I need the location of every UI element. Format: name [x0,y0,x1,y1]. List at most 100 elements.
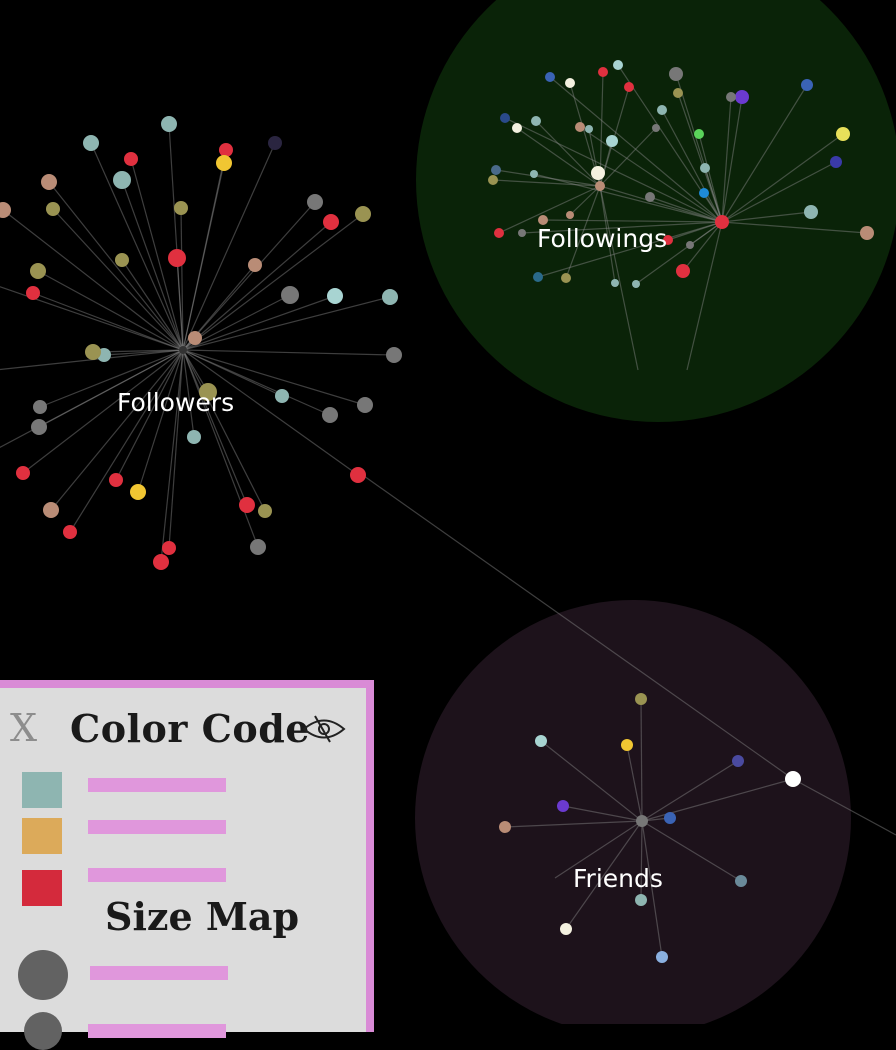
graph-node[interactable] [268,136,282,150]
graph-node[interactable] [735,875,747,887]
graph-node[interactable] [30,263,46,279]
graph-node[interactable] [355,206,371,222]
graph-node[interactable] [33,400,47,414]
graph-node[interactable] [188,331,202,345]
graph-node[interactable] [115,253,129,267]
graph-node[interactable] [174,201,188,215]
graph-node[interactable] [386,347,402,363]
graph-node[interactable] [632,280,640,288]
graph-node[interactable] [179,346,187,354]
graph-node[interactable] [258,504,272,518]
graph-node[interactable] [860,226,874,240]
graph-node[interactable] [382,289,398,305]
eye-slash-icon[interactable] [302,714,346,744]
graph-node[interactable] [636,815,648,827]
close-button[interactable]: X [10,706,38,750]
graph-node[interactable] [530,170,538,178]
graph-node[interactable] [557,800,569,812]
graph-node[interactable] [275,389,289,403]
graph-node[interactable] [248,258,262,272]
graph-node[interactable] [565,78,575,88]
graph-node[interactable] [669,67,683,81]
graph-node[interactable] [46,202,60,216]
graph-node[interactable] [162,541,176,555]
graph-node[interactable] [830,156,842,168]
graph-node[interactable] [124,152,138,166]
graph-node[interactable] [357,397,373,413]
graph-node[interactable] [488,175,498,185]
graph-node[interactable] [801,79,813,91]
graph-node[interactable] [322,407,338,423]
graph-node[interactable] [153,554,169,570]
graph-node[interactable] [635,894,647,906]
graph-node[interactable] [606,135,618,147]
graph-node[interactable] [85,344,101,360]
graph-node[interactable] [533,272,543,282]
graph-node[interactable] [500,113,510,123]
graph-node[interactable] [109,473,123,487]
graph-node[interactable] [836,127,850,141]
graph-node[interactable] [187,430,201,444]
graph-node[interactable] [281,286,299,304]
graph-node[interactable] [168,249,186,267]
graph-node[interactable] [673,88,683,98]
graph-node[interactable] [0,202,11,218]
graph-node[interactable] [43,502,59,518]
graph-node[interactable] [199,383,217,401]
graph-node[interactable] [113,171,131,189]
graph-node[interactable] [535,735,547,747]
graph-node[interactable] [323,214,339,230]
graph-node[interactable] [664,812,676,824]
graph-node[interactable] [624,82,634,92]
graph-node[interactable] [219,143,233,157]
graph-node[interactable] [491,165,501,175]
graph-node[interactable] [250,539,266,555]
graph-node[interactable] [41,174,57,190]
graph-node[interactable] [63,525,77,539]
graph-node[interactable] [560,923,572,935]
graph-node[interactable] [686,241,694,249]
graph-node[interactable] [699,188,709,198]
graph-node[interactable] [613,60,623,70]
graph-node[interactable] [161,116,177,132]
graph-node[interactable] [804,205,818,219]
graph-node[interactable] [732,755,744,767]
graph-node[interactable] [561,273,571,283]
graph-node[interactable] [518,229,526,237]
graph-node[interactable] [715,215,729,229]
graph-node[interactable] [735,90,749,104]
graph-node[interactable] [545,72,555,82]
graph-node[interactable] [16,466,30,480]
graph-node[interactable] [26,286,40,300]
graph-node[interactable] [83,135,99,151]
graph-node[interactable] [611,279,619,287]
graph-node[interactable] [350,467,366,483]
graph-node[interactable] [327,288,343,304]
graph-node[interactable] [656,951,668,963]
graph-node[interactable] [635,693,647,705]
graph-node[interactable] [499,821,511,833]
graph-node[interactable] [216,155,232,171]
graph-node[interactable] [652,124,660,132]
graph-node[interactable] [585,125,593,133]
graph-node[interactable] [538,215,548,225]
graph-node[interactable] [566,211,574,219]
network-graph[interactable]: Followers Followings Friends [0,0,896,1024]
graph-node[interactable] [694,129,704,139]
graph-node[interactable] [663,235,673,245]
graph-node[interactable] [700,163,710,173]
graph-node[interactable] [239,497,255,513]
graph-node[interactable] [591,166,605,180]
graph-node[interactable] [512,123,522,133]
graph-node[interactable] [785,771,801,787]
graph-node[interactable] [726,92,736,102]
graph-node[interactable] [595,181,605,191]
graph-node[interactable] [621,739,633,751]
graph-node[interactable] [645,192,655,202]
graph-node[interactable] [531,116,541,126]
graph-node[interactable] [31,419,47,435]
graph-node[interactable] [598,67,608,77]
graph-node[interactable] [575,122,585,132]
graph-node[interactable] [676,264,690,278]
graph-node[interactable] [494,228,504,238]
